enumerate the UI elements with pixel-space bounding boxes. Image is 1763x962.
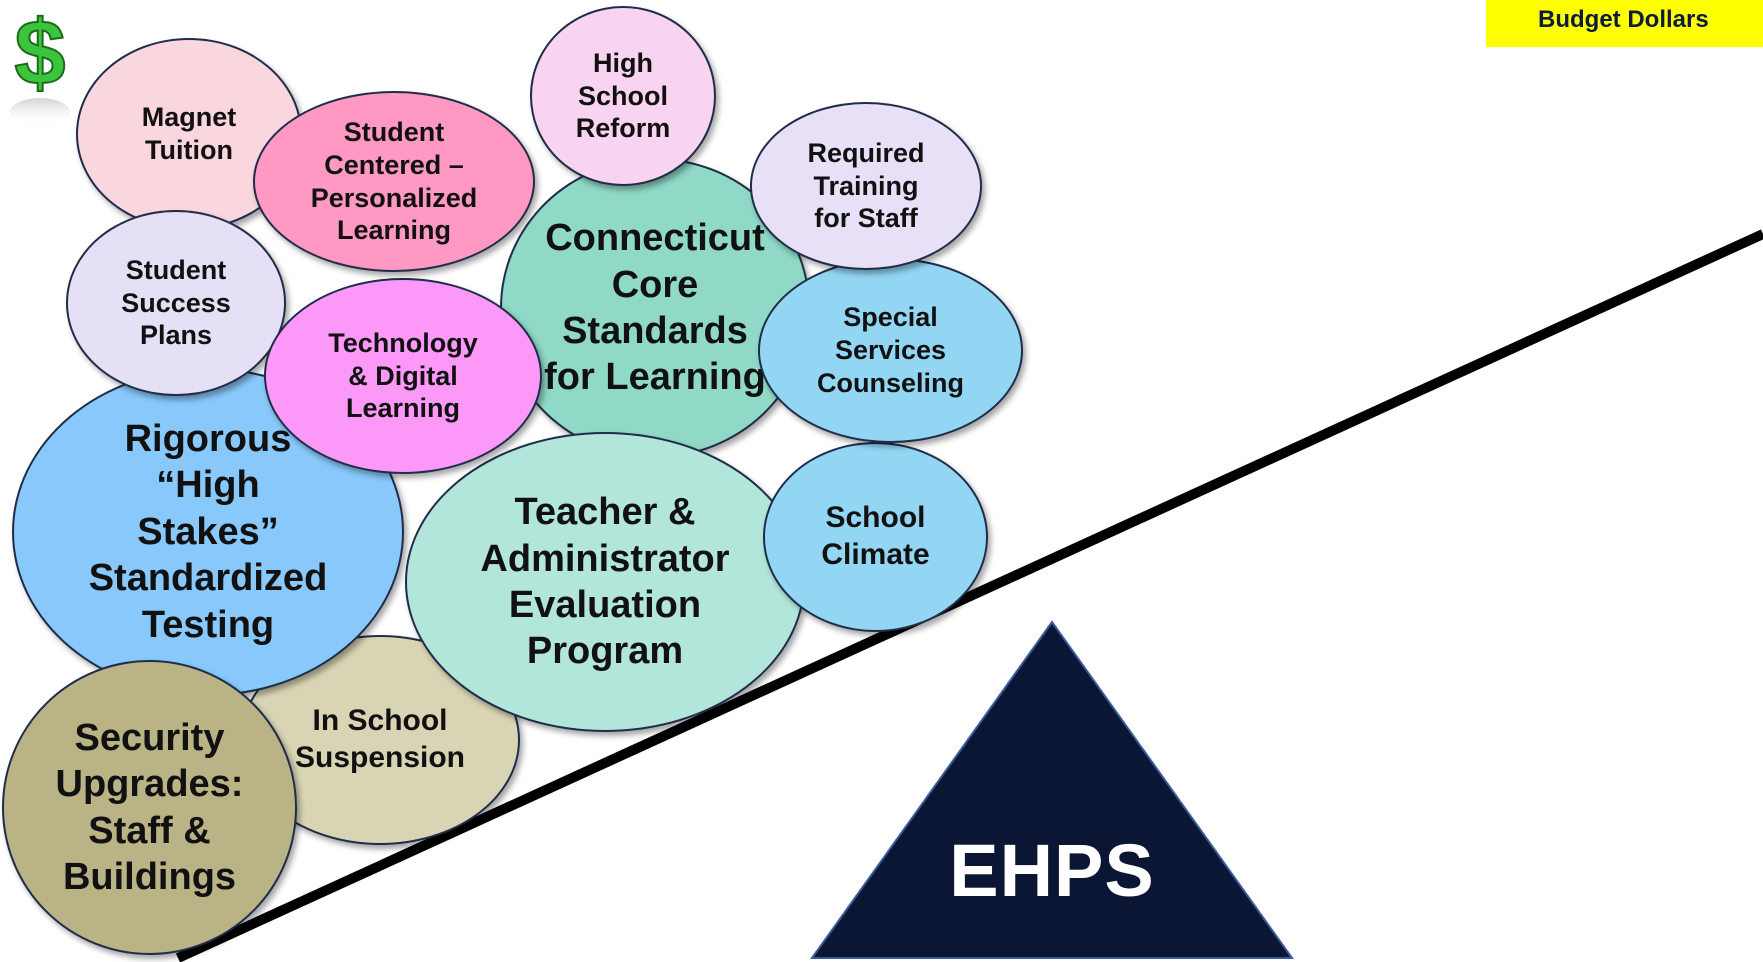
bubble-school-climate: School Climate bbox=[763, 442, 988, 632]
bubble-technology-digital-learning: Technology & Digital Learning bbox=[264, 278, 542, 474]
bubble-label: School Climate bbox=[821, 501, 930, 571]
bubble-label: Required Training for Staff bbox=[807, 137, 925, 234]
bubble-high-stakes-testing: Rigorous “High Stakes” Standardized Test… bbox=[12, 368, 404, 696]
dollar-sign-icon: $ bbox=[10, 1, 70, 126]
bubble-security-upgrades: Security Upgrades: Staff & Buildings bbox=[2, 660, 297, 955]
bubble-label: Teacher & Administrator Evaluation Progr… bbox=[480, 491, 730, 673]
ehps-fulcrum-triangle bbox=[810, 620, 1294, 959]
bubble-teacher-admin-evaluation: Teacher & Administrator Evaluation Progr… bbox=[405, 432, 805, 732]
bubble-label: Connecticut Core Standards for Learning bbox=[544, 217, 766, 399]
bubble-label: Magnet Tuition bbox=[141, 102, 237, 165]
bubble-label: Security Upgrades: Staff & Buildings bbox=[55, 716, 244, 898]
bubble-label: Student Success Plans bbox=[121, 254, 231, 351]
bubble-special-services-counseling: Special Services Counseling bbox=[758, 258, 1023, 443]
bubble-label: Student Centered – Personalized Learning bbox=[310, 116, 478, 246]
bubble-label: Technology & Digital Learning bbox=[328, 327, 478, 424]
bubble-label: Rigorous “High Stakes” Standardized Test… bbox=[88, 418, 328, 646]
svg-text:$: $ bbox=[14, 2, 65, 104]
budget-beam bbox=[175, 229, 1763, 962]
bubble-student-success-plans: Student Success Plans bbox=[66, 210, 286, 396]
bubble-label: High School Reform bbox=[575, 47, 671, 144]
bubble-label: Special Services Counseling bbox=[817, 302, 964, 398]
ehps-fulcrum-label: EHPS bbox=[949, 829, 1155, 912]
budget-dollars-label: Budget Dollars bbox=[1486, 0, 1763, 47]
bubble-personalized-learning: Student Centered – Personalized Learning bbox=[253, 91, 535, 272]
bubble-label: In School Suspension bbox=[294, 704, 466, 774]
bubble-high-school-reform: High School Reform bbox=[530, 6, 716, 186]
bubble-required-training: Required Training for Staff bbox=[750, 102, 982, 270]
